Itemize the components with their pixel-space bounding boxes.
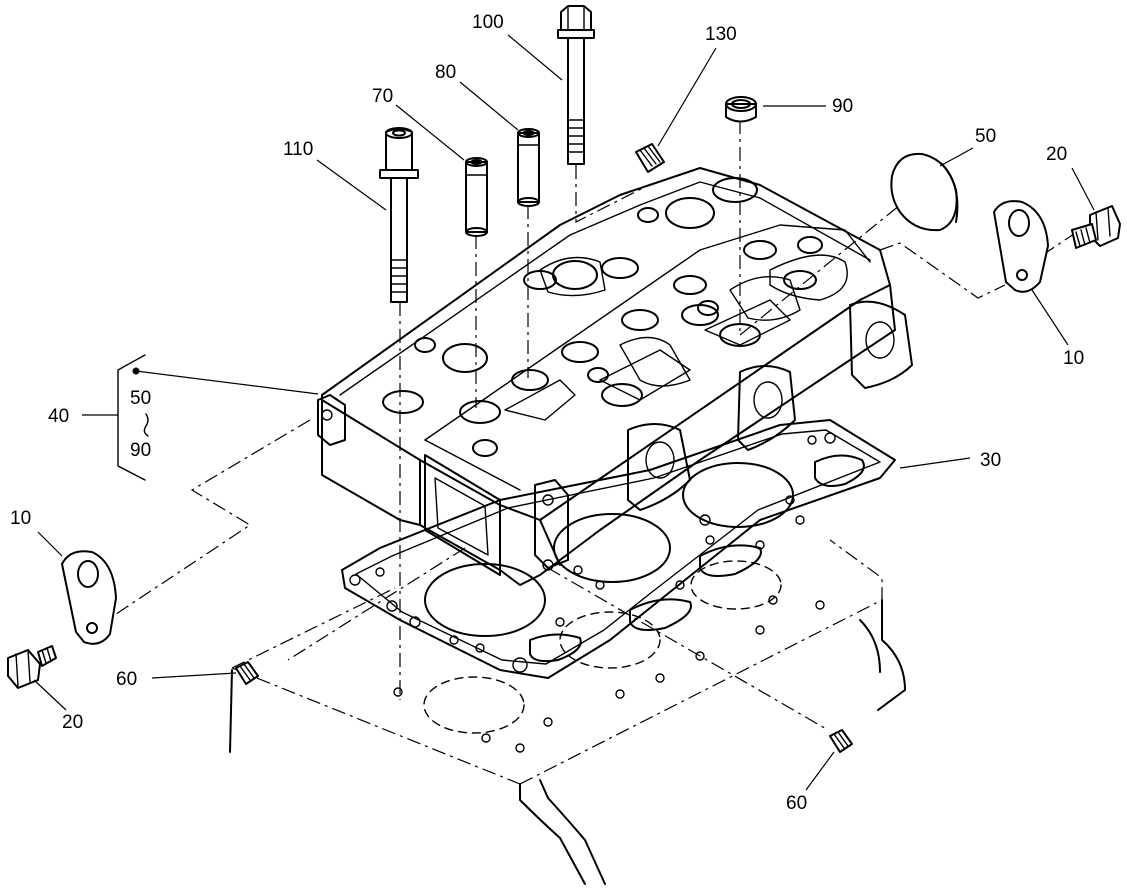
callout-10-right: 10 — [1063, 348, 1084, 369]
assembly-lines — [91, 120, 1081, 731]
callout-30: 30 — [980, 450, 1001, 471]
callout-130: 130 — [705, 24, 737, 45]
part-20-bolt-left — [7, 645, 57, 689]
part-20-bolt-right — [1071, 205, 1121, 249]
callout-group-50: 50 — [130, 388, 151, 409]
callout-100: 100 — [472, 12, 504, 33]
part-80-valve-guide — [517, 128, 540, 207]
callout-60-bottom: 60 — [786, 793, 807, 814]
callout-group-90: 90 — [130, 440, 151, 461]
engine-block — [229, 539, 906, 885]
cylinder-head — [317, 167, 913, 586]
part-60-dowel-right — [829, 729, 853, 753]
callout-60-left: 60 — [116, 669, 137, 690]
callout-40: 40 — [48, 406, 69, 427]
part-60-dowel-left — [235, 661, 259, 685]
part-90-seal — [725, 96, 757, 123]
callout-20-left: 20 — [62, 712, 83, 733]
callout-110: 110 — [283, 139, 313, 160]
part-50-cap — [890, 152, 959, 232]
callout-70: 70 — [372, 86, 393, 107]
leader-lines — [33, 34, 1095, 791]
group-bracket-40 — [82, 354, 319, 481]
callout-90-seal: 90 — [832, 96, 853, 117]
part-70-valve-guide — [465, 157, 488, 237]
part-100-bolt — [557, 5, 595, 165]
callout-50-cap: 50 — [975, 126, 996, 147]
part-10-bracket-right — [993, 200, 1049, 293]
head-gasket — [341, 419, 896, 679]
part-10-bracket-left — [61, 550, 117, 645]
callout-20-right: 20 — [1046, 144, 1067, 165]
callout-80: 80 — [435, 62, 456, 83]
callout-10-left: 10 — [10, 508, 31, 529]
part-110-bolt — [379, 127, 419, 303]
part-130-plug — [635, 143, 665, 173]
